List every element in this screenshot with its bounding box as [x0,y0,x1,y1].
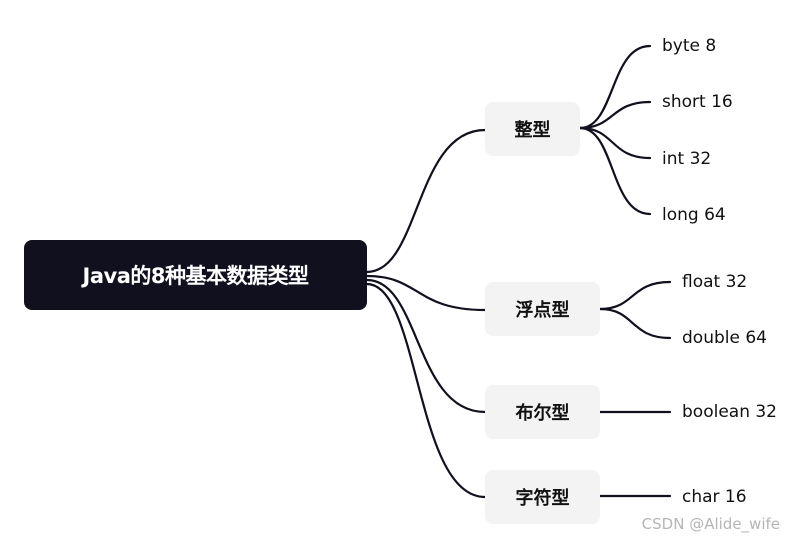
branch-label: 整型 [514,120,551,141]
connector-integer-byte [578,44,652,130]
root-label: Java的8种基本数据类型 [82,264,309,288]
connector-root-boolean [365,278,487,414]
leaf-short[interactable]: short 16 [662,92,733,112]
leaf-boolean[interactable]: boolean 32 [682,402,778,422]
watermark-text: CSDN @Alide_wife [641,515,780,533]
leaf-float[interactable]: float 32 [682,272,748,292]
leaf-long[interactable]: long 64 [662,205,726,225]
leaf-byte[interactable]: byte 8 [662,36,717,56]
branch-label: 布尔型 [515,403,570,424]
branch-node-integer[interactable]: 整型 [485,102,580,156]
root-node[interactable]: Java的8种基本数据类型 [24,240,367,310]
connector-root-integer [365,128,487,274]
connector-integer-short [578,100,652,130]
branch-label: 浮点型 [515,300,570,321]
leaf-char[interactable]: char 16 [682,487,747,507]
connector-float-double [598,307,672,340]
connector-root-char [365,282,487,499]
connector-integer-long [578,126,652,216]
branch-node-boolean[interactable]: 布尔型 [485,385,600,439]
branch-node-char[interactable]: 字符型 [485,470,600,524]
connector-root-float [365,274,487,312]
connector-float-float [598,280,672,311]
connector-integer-int [578,126,652,160]
branch-node-float[interactable]: 浮点型 [485,282,600,336]
leaf-int[interactable]: int 32 [662,149,712,169]
branch-label: 字符型 [515,488,570,509]
leaf-double[interactable]: double 64 [682,328,767,348]
